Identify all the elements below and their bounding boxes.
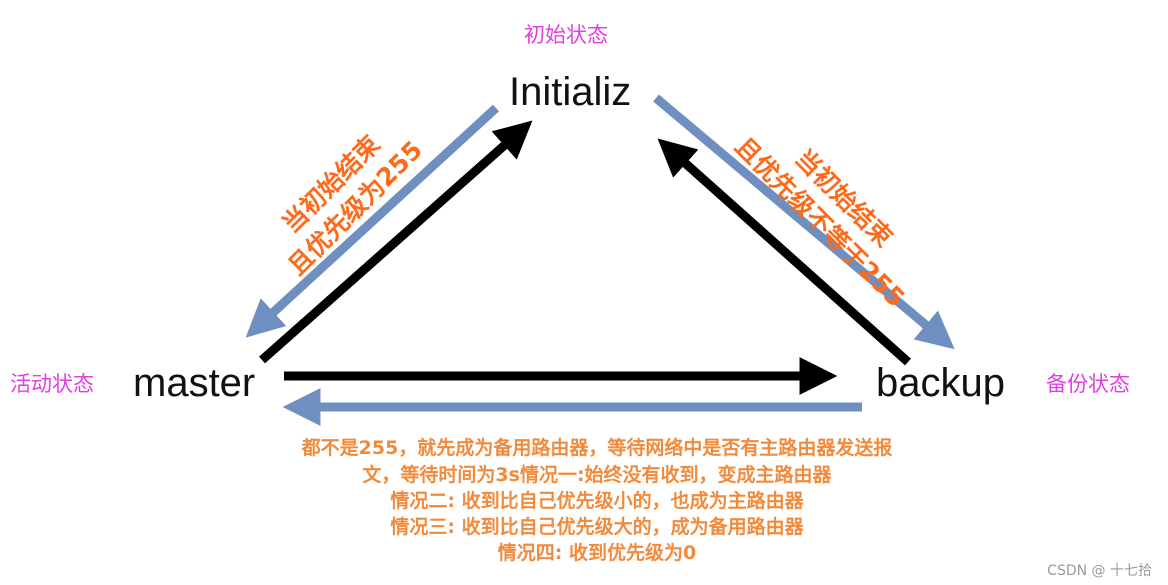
node-initialize: Initializ — [509, 70, 631, 114]
note-line-5: 情况四: 收到优先级为0 — [498, 541, 696, 564]
state-label-active: 活动状态 — [10, 372, 94, 396]
node-backup: backup — [876, 361, 1005, 405]
note-line-1: 都不是255，就先成为备用路由器，等待网络中是否有主路由器发送报 — [301, 436, 893, 459]
note-line-2: 文，等待时间为3s情况一:始终没有收到，变成主路由器 — [362, 463, 832, 486]
state-label-standby: 备份状态 — [1046, 372, 1130, 396]
node-master: master — [133, 361, 255, 405]
arrow-initialize-to-master — [245, 104, 500, 338]
watermark: CSDN @ 十七拾 — [1047, 563, 1152, 579]
arrow-initialize-to-backup — [653, 94, 955, 350]
note-line-3: 情况二: 收到比自己优先级小的，也成为主路由器 — [390, 489, 804, 512]
arrow-master-to-initialize — [259, 120, 533, 364]
state-label-initial: 初始状态 — [524, 23, 608, 47]
note-line-4: 情况三: 收到比自己优先级大的，成为备用路由器 — [390, 515, 804, 538]
condition-to-backup: 当初始结束 且优先级不等于255 — [729, 132, 910, 313]
arrow-backup-to-initialize — [657, 138, 911, 366]
note-block: 都不是255，就先成为备用路由器，等待网络中是否有主路由器发送报 文，等待时间为… — [301, 436, 893, 564]
